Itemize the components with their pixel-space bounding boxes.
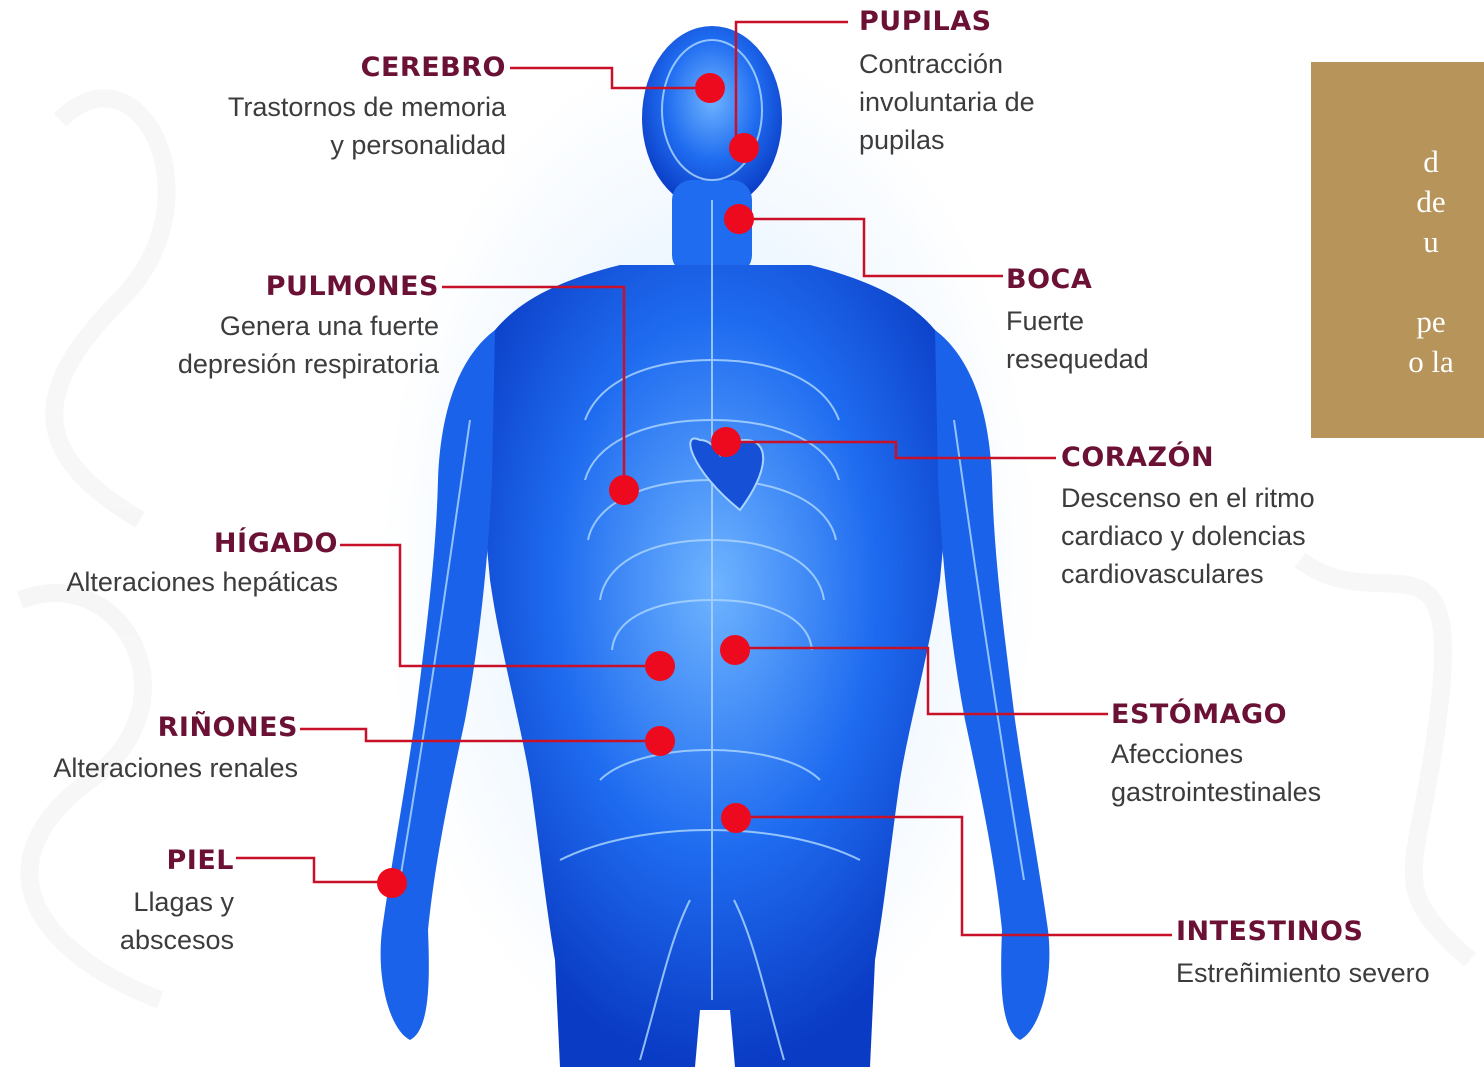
desc-cerebro: Trastornos de memoria y personalidad	[146, 88, 506, 164]
title-intestinos: INTESTINOS	[1176, 916, 1363, 948]
desc-pulmones: Genera una fuerte depresión respiratoria	[79, 307, 439, 383]
marker-corazon	[711, 427, 741, 457]
desc-pupilas: Contracción involuntaria de pupilas	[859, 45, 1119, 159]
marker-pulmones	[609, 475, 639, 505]
desc-piel: Llagas y abscesos	[34, 883, 234, 959]
marker-estomago	[720, 635, 750, 665]
leader-piel	[236, 858, 392, 882]
title-pupilas: PUPILAS	[859, 6, 992, 38]
info-box: d de u pe o la	[1311, 62, 1484, 438]
title-higado: HÍGADO	[214, 528, 338, 560]
title-corazon: CORAZÓN	[1061, 442, 1214, 474]
marker-rinones	[645, 726, 675, 756]
title-cerebro: CEREBRO	[361, 52, 506, 84]
title-piel: PIEL	[167, 845, 234, 877]
desc-intestinos: Estreñimiento severo	[1176, 954, 1484, 992]
marker-piel	[377, 868, 407, 898]
title-boca: BOCA	[1006, 264, 1092, 296]
title-estomago: ESTÓMAGO	[1111, 699, 1287, 731]
title-rinones: RIÑONES	[158, 712, 298, 744]
marker-cerebro	[695, 73, 725, 103]
marker-boca	[724, 204, 754, 234]
marker-intestinos	[721, 803, 751, 833]
desc-rinones: Alteraciones renales	[0, 749, 298, 787]
human-figure	[380, 26, 1049, 1067]
desc-boca: Fuerte resequedad	[1006, 302, 1226, 378]
info-box-text: d de u pe o la	[1311, 142, 1484, 382]
marker-pupilas	[729, 133, 759, 163]
desc-corazon: Descenso en el ritmo cardiaco y dolencia…	[1061, 479, 1381, 593]
leg-gap	[695, 1010, 735, 1067]
desc-higado: Alteraciones hepáticas	[0, 563, 338, 601]
desc-estomago: Afecciones gastrointestinales	[1111, 735, 1411, 811]
title-pulmones: PULMONES	[266, 271, 439, 303]
marker-higado	[645, 651, 675, 681]
